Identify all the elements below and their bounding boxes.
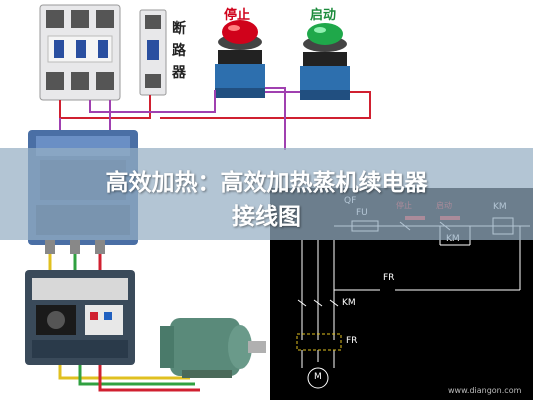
stop-button-label: 停止 [224, 8, 251, 23]
breaker-label: 断 路 器 [170, 18, 188, 84]
breaker-label-char: 路 [172, 43, 186, 59]
banner-title: 高效加热：高效加热蒸机续电器 接线图 [0, 166, 533, 234]
schematic-km-main-label: KM [342, 298, 356, 308]
stop-button-device [215, 20, 265, 98]
power-wires [48, 254, 102, 272]
schematic-fr-contact-label: FR [383, 273, 395, 283]
watermark: www.diangon.com [448, 386, 522, 395]
schematic-fr-main-label: FR [346, 336, 358, 346]
breaker-label-char: 器 [172, 65, 186, 81]
motor-wires [58, 365, 200, 392]
three-pole-breaker [39, 4, 121, 101]
schematic-motor-label: M [314, 372, 322, 382]
breaker-label-char: 断 [172, 21, 186, 37]
single-pole-breaker [139, 9, 167, 96]
thermal-relay [25, 270, 135, 365]
banner-title-line1: 高效加热：高效加热蒸机续电器 [105, 170, 428, 196]
fr-box [296, 333, 342, 351]
banner-title-line2: 接线图 [232, 204, 301, 230]
motor [160, 318, 266, 378]
start-button-device [300, 23, 350, 100]
title-banner [0, 148, 533, 240]
start-button-label: 启动 [310, 8, 337, 23]
